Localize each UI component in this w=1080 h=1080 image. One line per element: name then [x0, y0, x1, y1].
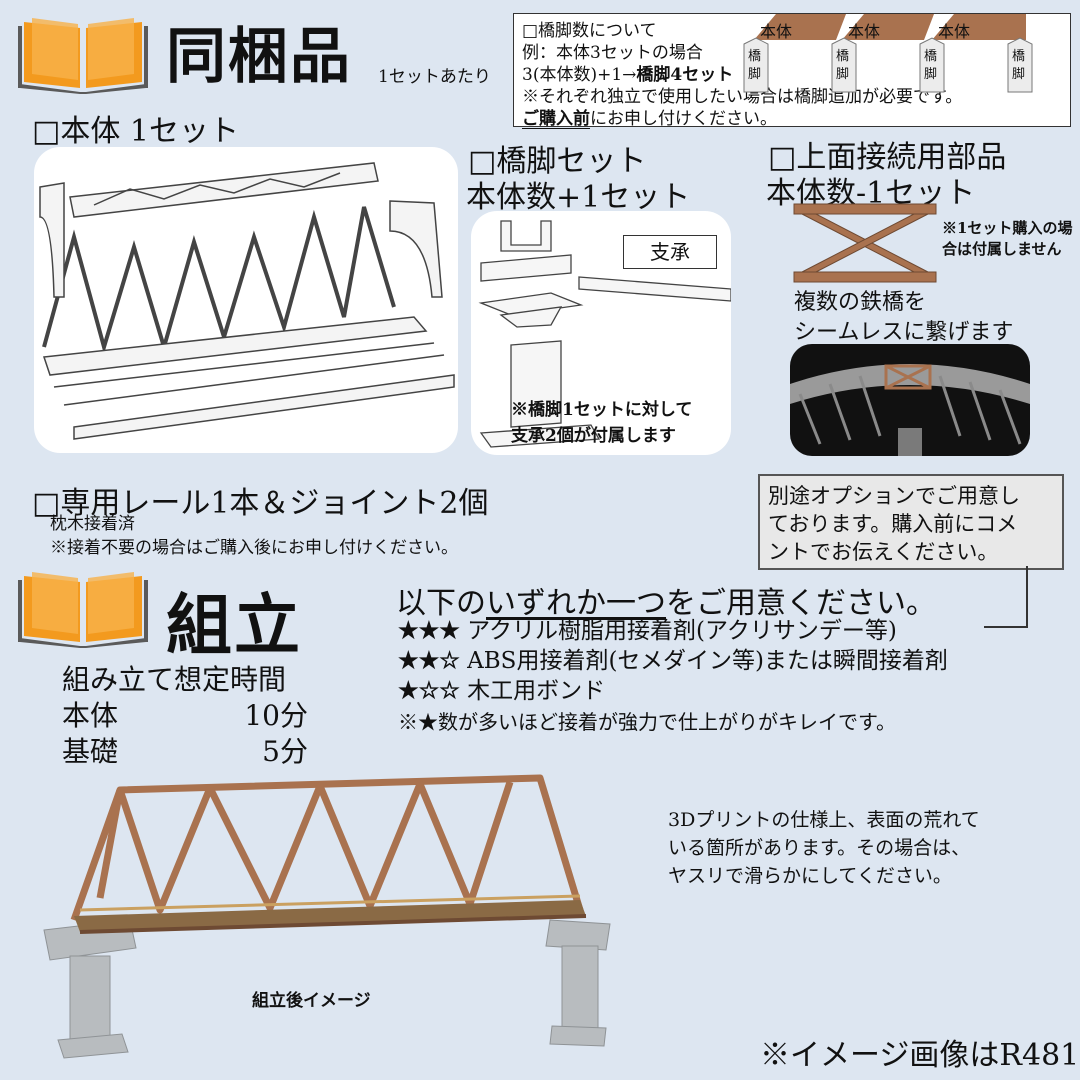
diagram-body-label: 本体 — [938, 22, 971, 41]
option-connector-line — [984, 626, 1028, 628]
option-box: 別途オプションでご用意し ております。購入前にコメ ントでお伝えください。 — [758, 474, 1064, 570]
glue-item: ★★☆ ABS用接着剤(セメダイン等)または瞬間接着剤 — [398, 647, 948, 674]
note-line: ご購入前にお申し付けください。 — [522, 109, 777, 129]
page-title-sub: 1セットあたり — [378, 67, 491, 87]
assembled-bridge-image — [40, 770, 620, 1060]
diagram-body-label: 本体 — [760, 22, 793, 41]
pier-count-note: □橋脚数について 例：本体3セットの場合 3(本体数)+1→橋脚4セット ※それ… — [513, 13, 1071, 129]
connector-note: ※1セット購入の場合は付属しません — [942, 219, 1073, 258]
book-icon — [18, 568, 148, 648]
footer-note: ※イメージ画像はR481 — [760, 1038, 1080, 1073]
rail-note: 枕木接着済 ※接着不要の場合はご購入後にお申し付けください。 — [50, 514, 458, 558]
item-pier-count: 本体数+1セット — [466, 180, 691, 215]
diagram-pier-label: 橋脚 — [1012, 49, 1026, 82]
glue-list: ★★★ アクリル樹脂用接着剤(アクリサンデー等) ★★☆ ABS用接着剤(セメダ… — [398, 616, 948, 706]
page-title: 同梱品 — [166, 22, 352, 92]
glue-item: ★★★ アクリル樹脂用接着剤(アクリサンデー等) — [398, 617, 897, 644]
diagram-pier-label: 橋脚 — [924, 49, 938, 82]
diagram-pier-label: 橋脚 — [836, 49, 850, 82]
item-pier-title: □橋脚セット — [468, 144, 647, 179]
note-line: 例：本体3セットの場合 — [522, 43, 703, 63]
item-rail-title: □専用レール1本＆ジョイント2個 — [32, 486, 489, 521]
body-parts-image — [34, 147, 458, 453]
bearing-label: 支承 — [623, 235, 717, 269]
pier-parts-image: 支承 ※橋脚1セットに対して 支承2個が付属します — [471, 211, 731, 455]
glue-item: ★☆☆ 木工用ボンド — [398, 677, 606, 704]
option-connector-line — [1026, 566, 1028, 628]
glue-heading: 以下のいずれか一つをご用意ください。 — [396, 586, 936, 621]
pier-note: ※橋脚1セットに対して 支承2個が付属します — [511, 400, 693, 446]
image-caption: 組立後イメージ — [252, 991, 371, 1011]
note-line: □橋脚数について — [522, 21, 657, 41]
glue-note: ※★数が多いほど接着が強力で仕上がりがキレイです。 — [398, 710, 896, 734]
diagram-body-label: 本体 — [848, 22, 881, 41]
seamless-text: 複数の鉄橋を シームレスに繋げます — [794, 290, 1014, 345]
connector-part-image — [790, 200, 940, 286]
diagram-pier-label: 橋脚 — [748, 49, 762, 82]
note-line: 3(本体数)+1→橋脚4セット — [522, 65, 734, 85]
item-connector-title: □上面接続用部品 — [768, 140, 1007, 175]
seamless-photo — [790, 344, 1030, 456]
book-icon — [18, 14, 148, 94]
item-body-title: □本体 1セット — [32, 114, 239, 149]
assembly-title: 組立 — [166, 586, 302, 664]
pier-diagram — [743, 14, 1033, 93]
print-note: 3Dプリントの仕様上、表面の荒れて いる箇所があります。その場合は、 ヤスリで滑… — [668, 809, 980, 887]
